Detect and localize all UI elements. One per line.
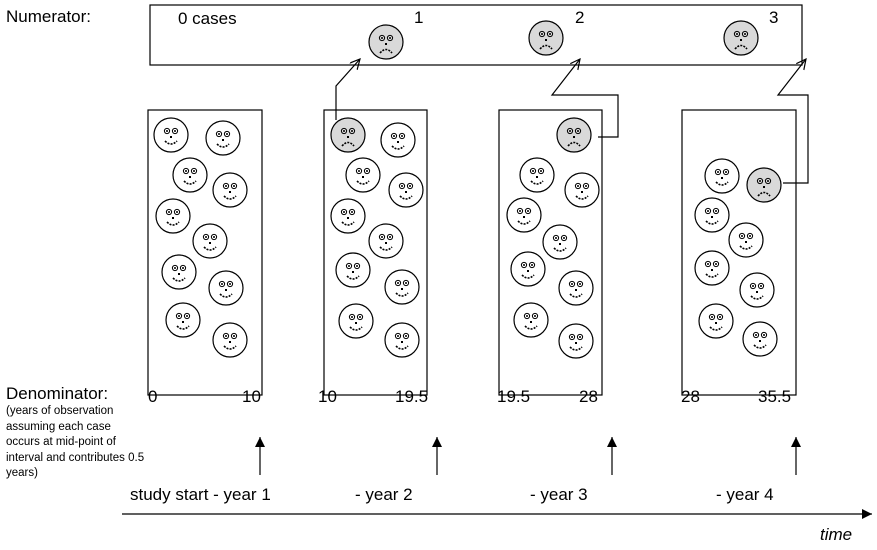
interval-1-start: 0 <box>148 387 157 406</box>
interval-2-end: 19.5 <box>395 387 428 406</box>
smiley-face-icon <box>205 120 241 156</box>
smiley-face-icon <box>155 198 191 234</box>
group-box-year-2 <box>323 109 428 396</box>
smiley-face-icon <box>335 252 371 288</box>
smiley-face-icon <box>388 172 424 208</box>
denominator-note: (years of observation assuming each case… <box>6 405 145 479</box>
smiley-face-icon <box>380 122 416 158</box>
smiley-face-icon <box>384 269 420 305</box>
smiley-face-icon <box>192 223 228 259</box>
smiley-face-icon <box>519 157 555 193</box>
interval-2-start: 10 <box>318 387 337 406</box>
sad-face-icon <box>330 117 366 153</box>
smiley-face-icon <box>208 270 244 306</box>
case-2-connector <box>550 59 619 138</box>
smiley-face-icon <box>564 172 600 208</box>
smiley-face-icon <box>513 302 549 338</box>
case-number-label: 2 <box>575 8 584 27</box>
smiley-face-icon <box>161 254 197 290</box>
interval-4-start: 28 <box>681 387 700 406</box>
interval-4-end: 35.5 <box>758 387 791 406</box>
zero-cases-label: 0 cases <box>178 9 237 28</box>
case-numbers-layer: 1 2 3 <box>414 8 778 27</box>
smiley-face-icon <box>172 157 208 193</box>
year-3-label: - year 3 <box>530 485 588 504</box>
smiley-face-icon <box>704 158 740 194</box>
group-box-year-4 <box>681 109 797 396</box>
sad-face-icon <box>746 167 782 203</box>
smiley-face-icon <box>330 198 366 234</box>
smiley-face-icon <box>694 197 730 233</box>
year-2-label: - year 2 <box>355 485 413 504</box>
case-number-label: 1 <box>414 8 423 27</box>
smiley-face-icon <box>728 222 764 258</box>
interval-3-end: 28 <box>579 387 598 406</box>
year-1-label: study start - year 1 <box>130 485 271 504</box>
time-axis-label: time <box>820 525 852 544</box>
numerator-case-face-icon <box>723 20 759 56</box>
smiley-face-icon <box>739 272 775 308</box>
smiley-face-icon <box>742 321 778 357</box>
case-1-connector <box>335 59 360 120</box>
smiley-face-icon <box>153 117 189 153</box>
denominator-label: Denominator: <box>6 384 109 403</box>
smiley-face-icon <box>165 302 201 338</box>
case-3-connector <box>776 59 809 184</box>
numerator-case-face-icon <box>528 20 564 56</box>
interval-1-end: 10 <box>242 387 261 406</box>
smiley-face-icon <box>368 223 404 259</box>
smiley-face-icon <box>558 270 594 306</box>
numerator-box <box>149 4 803 66</box>
smiley-face-icon <box>212 172 248 208</box>
smiley-face-icon <box>698 303 734 339</box>
smiley-face-icon <box>542 224 578 260</box>
case-number-label: 3 <box>769 8 778 27</box>
numerator-case-face-icon <box>368 24 404 60</box>
group-box-year-1 <box>147 109 263 396</box>
smiley-face-icon <box>510 251 546 287</box>
smiley-face-icon <box>558 323 594 359</box>
smiley-face-icon <box>338 303 374 339</box>
group-box-year-3 <box>498 109 603 396</box>
faces-layer <box>153 20 782 359</box>
interval-3-start: 19.5 <box>497 387 530 406</box>
smiley-face-icon <box>694 250 730 286</box>
sad-face-icon <box>556 117 592 153</box>
smiley-face-icon <box>384 322 420 358</box>
smiley-face-icon <box>212 322 248 358</box>
year-4-label: - year 4 <box>716 485 774 504</box>
smiley-face-icon <box>345 157 381 193</box>
numerator-label: Numerator: <box>6 7 92 26</box>
smiley-face-icon <box>506 197 542 233</box>
